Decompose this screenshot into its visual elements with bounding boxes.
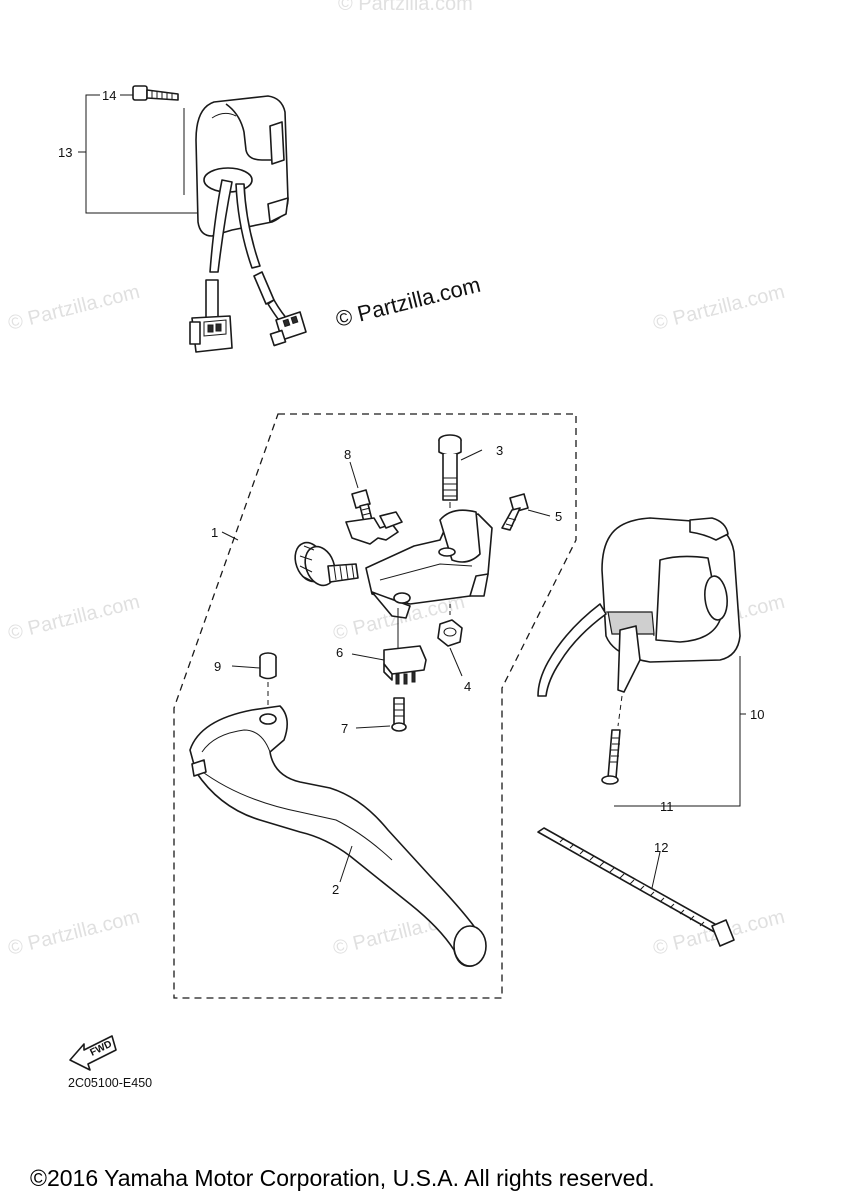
callout-1: 1 — [211, 525, 218, 540]
forward-direction-arrow: FWD — [69, 1035, 117, 1071]
watermark-top-center: © Partzilla.com — [338, 0, 473, 15]
callout-7: 7 — [341, 721, 348, 736]
callout-labels: 1 2 3 4 5 6 7 8 9 10 11 12 13 14 — [58, 88, 764, 897]
right-handlebar-switch-part-10 — [537, 517, 746, 807]
screw-part-14 — [120, 85, 179, 101]
watermark-left-1: © Partzilla.com — [6, 281, 142, 335]
screw-part-8 — [349, 461, 373, 523]
nut-part-4 — [437, 604, 463, 677]
watermark-layer: © Partzilla.com © Partzilla.com © Partzi… — [6, 0, 787, 960]
bolt-part-3 — [438, 434, 483, 540]
brake-switch-part-6 — [351, 645, 427, 685]
callout-14: 14 — [102, 88, 116, 103]
diagram-code: 2C05100-E450 — [68, 1076, 152, 1090]
callout-9: 9 — [214, 659, 221, 674]
callout-3: 3 — [496, 443, 503, 458]
assembly-outline-part-1 — [173, 413, 577, 999]
screw-part-11 — [601, 695, 623, 785]
callout-4: 4 — [464, 679, 471, 694]
copyright-notice: ©2016 Yamaha Motor Corporation, U.S.A. A… — [30, 1165, 655, 1191]
callout-6: 6 — [336, 645, 343, 660]
lever-holder-bracket — [294, 509, 493, 648]
callout-12: 12 — [654, 840, 668, 855]
callout-11: 11 — [660, 799, 674, 814]
callout-13: 13 — [58, 145, 72, 160]
brake-lever-part-2 — [189, 705, 487, 967]
callout-8: 8 — [344, 447, 351, 462]
callout-5: 5 — [555, 509, 562, 524]
bolt-part-5 — [501, 493, 551, 531]
collar-part-9 — [231, 652, 277, 712]
watermark-right-1: © Partzilla.com — [651, 281, 787, 335]
screw-part-7 — [355, 697, 407, 732]
callout-10: 10 — [750, 707, 764, 722]
cable-tie-part-12 — [537, 827, 735, 947]
watermark-left-3: © Partzilla.com — [6, 906, 142, 960]
watermark-left-2: © Partzilla.com — [6, 591, 142, 645]
watermark-main: © Partzilla.com — [333, 272, 483, 332]
callout-2: 2 — [332, 882, 339, 897]
left-handlebar-switch-part-13 — [78, 85, 307, 353]
